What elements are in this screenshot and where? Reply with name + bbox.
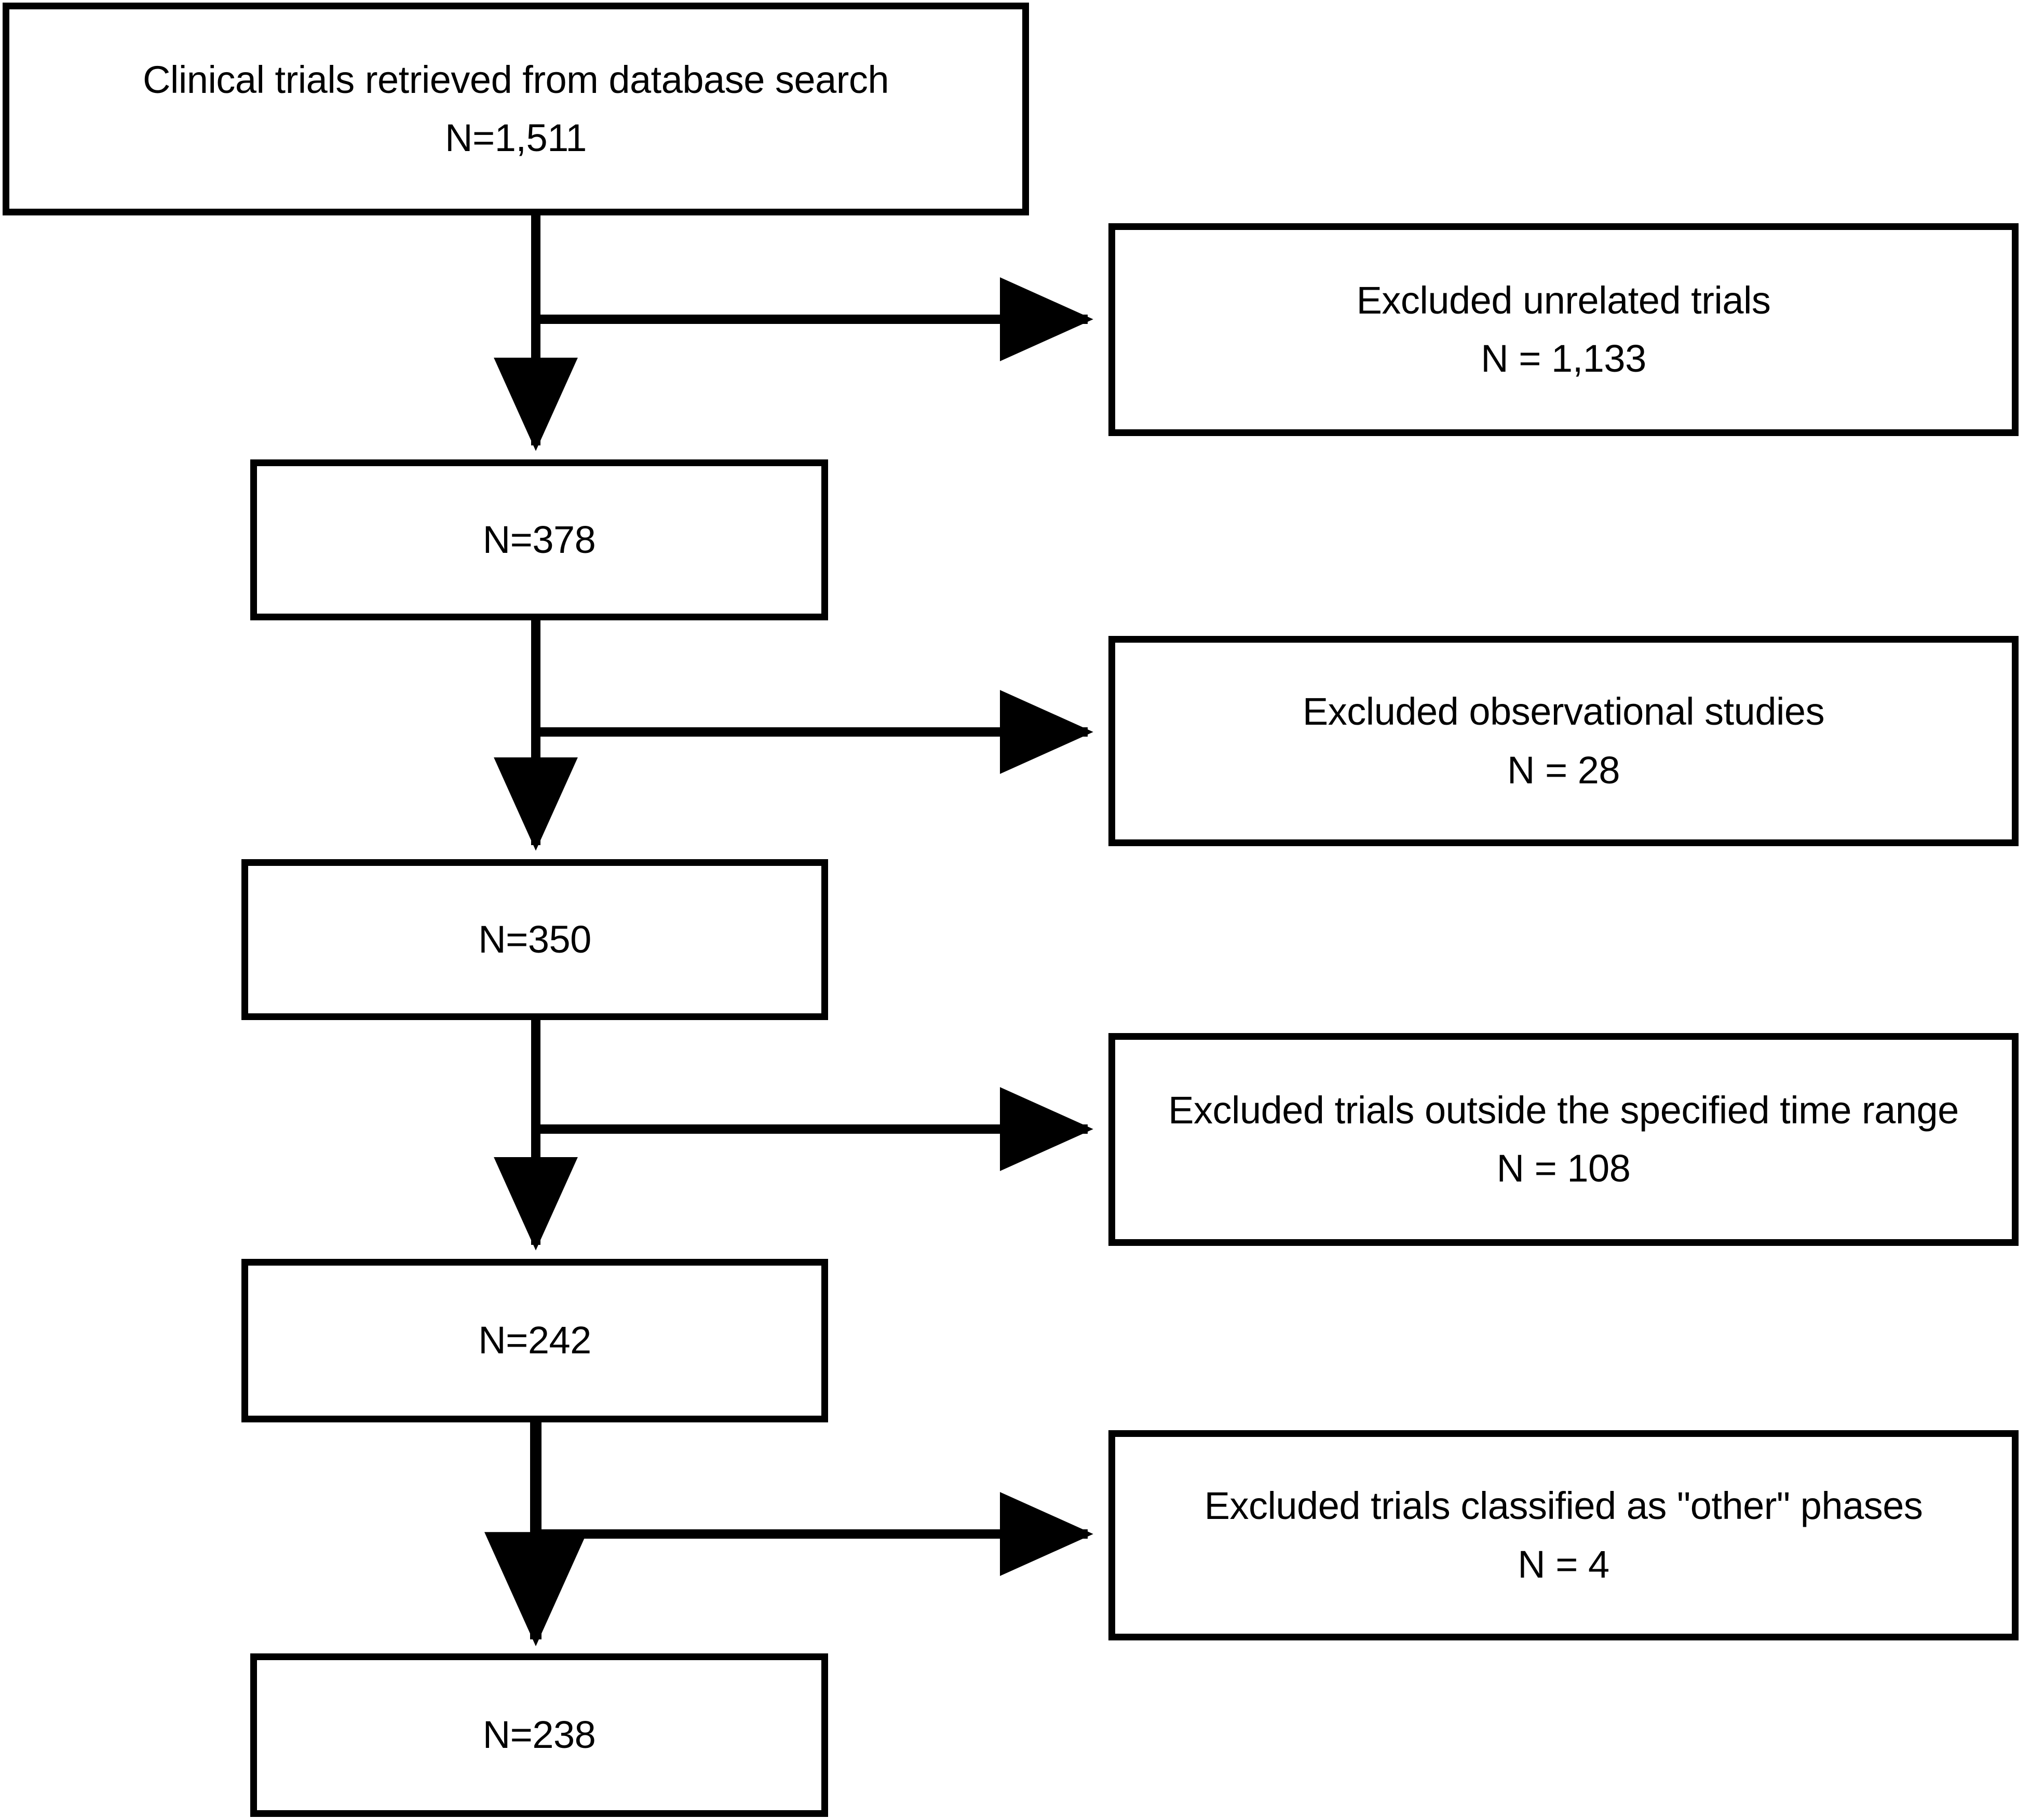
node-exclusion4-label-1: Excluded trials classified as "other" ph… [1204, 1484, 1923, 1528]
node-exclusion-outside-time-range[interactable]: Excluded trials outside the specified ti… [1108, 1033, 2019, 1246]
node-stage3-count[interactable]: N=242 [241, 1259, 828, 1422]
node-source-retrieved[interactable]: Clinical trials retrieved from database … [3, 3, 1029, 215]
node-exclusion-other-phases[interactable]: Excluded trials classified as "other" ph… [1108, 1430, 2019, 1640]
node-stage1-label-1: N=378 [482, 518, 596, 561]
node-stage1-count[interactable]: N=378 [250, 459, 828, 620]
node-exclusion3-label-1: Excluded trials outside the specified ti… [1168, 1088, 1959, 1132]
node-exclusion2-label-1: Excluded observational studies [1302, 690, 1825, 734]
node-stage2-count[interactable]: N=350 [241, 859, 828, 1020]
node-stage4-count-final[interactable]: N=238 [250, 1653, 828, 1817]
node-exclusion-unrelated-trials[interactable]: Excluded unrelated trials N = 1,133 [1108, 223, 2019, 436]
node-stage2-label-1: N=350 [478, 917, 591, 961]
node-exclusion2-label-2: N = 28 [1507, 748, 1620, 792]
node-exclusion4-label-2: N = 4 [1518, 1542, 1609, 1586]
node-exclusion1-label-1: Excluded unrelated trials [1356, 278, 1771, 322]
node-stage3-label-1: N=242 [478, 1319, 591, 1362]
node-exclusion-observational-studies[interactable]: Excluded observational studies N = 28 [1108, 636, 2019, 846]
node-exclusion3-label-2: N = 108 [1496, 1147, 1631, 1190]
node-source-label-2: N=1,511 [445, 116, 587, 159]
node-exclusion1-label-2: N = 1,133 [1481, 337, 1646, 380]
node-source-label-1: Clinical trials retrieved from database … [142, 58, 889, 101]
node-stage4-label-1: N=238 [482, 1713, 596, 1757]
